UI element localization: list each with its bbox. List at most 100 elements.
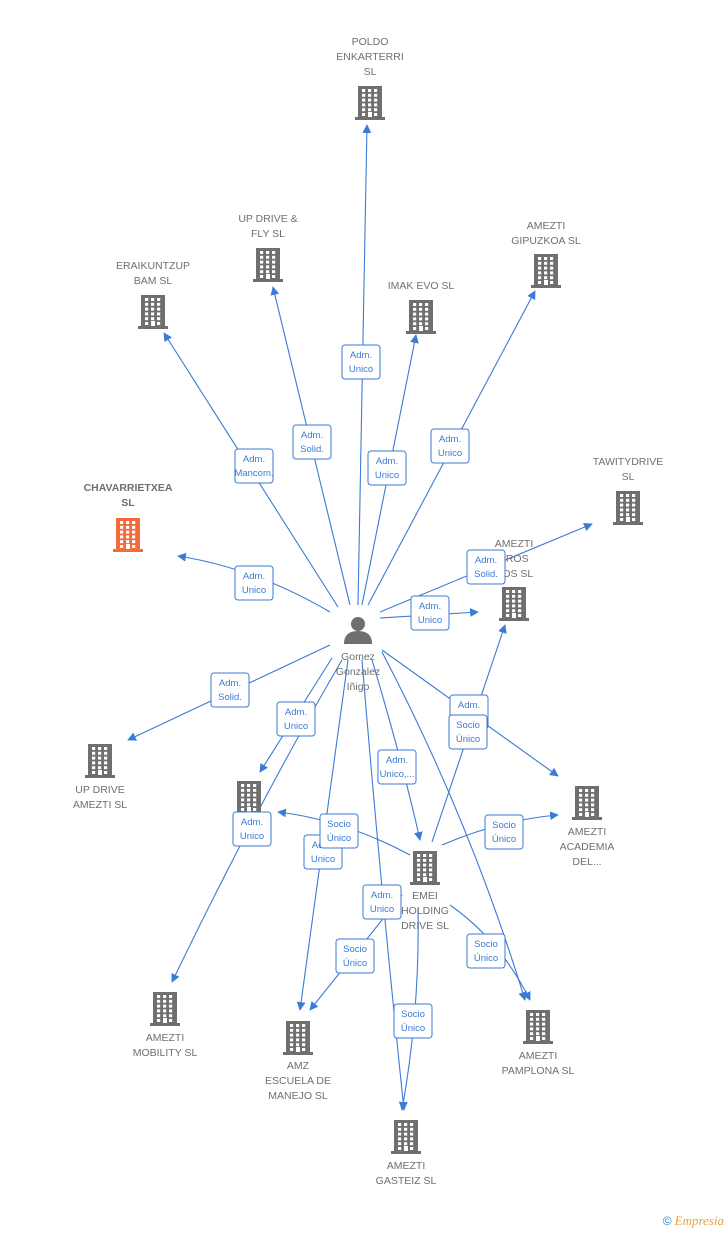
role-badge-box (319, 813, 359, 849)
role-badge-text: Solid. (474, 569, 498, 580)
role-badge-text: Adm. (371, 890, 393, 901)
company-mobility-label-line: MOBILITY SL (133, 1047, 198, 1059)
company-updriveamezti-label-line: AMEZTI SL (73, 799, 127, 811)
role-badge[interactable]: Adm.Solid. (292, 424, 332, 460)
person-label-line: Iñigo (347, 681, 370, 693)
role-badge[interactable]: Adm.Unico (362, 884, 402, 920)
role-badge[interactable]: Adm.Unico (367, 450, 407, 486)
role-badge-text: Adm. (243, 571, 265, 582)
company-updrivefly-label[interactable]: UP DRIVE & FLY SL (238, 213, 297, 240)
role-badge-box (484, 814, 524, 850)
company-ameztitros-label-line: TROS (499, 553, 528, 565)
role-badge-box (234, 565, 274, 601)
role-badge-text: Único (456, 734, 480, 745)
company-chavarrietxea-label-line: CHAVARRIETXEA (84, 482, 173, 494)
building-icon (150, 992, 180, 1026)
role-badge-text: Adm. (350, 350, 372, 361)
building-icon (499, 587, 529, 621)
role-badge-text: Socio (456, 720, 480, 731)
role-badge-box (466, 549, 506, 585)
company-tawity-label-line: SL (622, 471, 635, 483)
role-badge-text: Adm. (439, 434, 461, 445)
role-badge[interactable]: Adm.Unico (410, 595, 450, 631)
company-imakevo-label[interactable]: IMAK EVO SL (388, 280, 455, 292)
role-badge[interactable]: Adm. Unico (430, 428, 470, 464)
company-updrivefly-label-line: UP DRIVE & (238, 213, 297, 225)
company-tawity-label[interactable]: TAWITYDRIVE SL (593, 456, 664, 483)
role-badge-box (232, 811, 272, 847)
building-icon (113, 518, 143, 552)
role-badge-text: Unico (240, 831, 264, 842)
building-icon (531, 254, 561, 288)
company-updriveamezti-label-line: UP DRIVE (75, 784, 124, 796)
role-badge[interactable]: Adm.Unico (234, 565, 274, 601)
company-emei-label-line: DRIVE SL (401, 920, 449, 932)
company-chavarrietxea-label-line: SL (121, 497, 135, 509)
role-badge-text: Adm. (419, 601, 441, 612)
company-pamplona-label-line: AMEZTI (519, 1050, 558, 1062)
role-badge[interactable]: Adm.Unico (232, 811, 272, 847)
company-eraikuntzup-label-line: BAM SL (134, 275, 173, 287)
role-badge-text: Socio (401, 1009, 425, 1020)
building-icon (253, 248, 283, 282)
building-icon (613, 491, 643, 525)
role-badge-box (410, 595, 450, 631)
company-gasteiz-label-line: AMEZTI (387, 1160, 426, 1172)
copyright-symbol: © (662, 1214, 672, 1228)
company-tawity-label-line: TAWITYDRIVE (593, 456, 664, 468)
role-badge-text: Adm. (243, 454, 265, 465)
role-badge-text: Adm. (475, 555, 497, 566)
role-badge[interactable]: Adm. Unico (276, 701, 316, 737)
role-badge[interactable]: Adm.Unico (341, 344, 381, 380)
company-ameztitros-label-line: AMEZTI (495, 538, 534, 550)
role-badge-text: Único (492, 834, 516, 845)
role-badge[interactable]: Adm.Unico,... (377, 749, 417, 785)
company-ameztigip-label-line: GIPUZKOA SL (511, 235, 581, 247)
company-emei-label[interactable]: EMEI HOLDING DRIVE SL (401, 890, 449, 932)
building-icon (406, 300, 436, 334)
company-emei-label-line: HOLDING (401, 905, 449, 917)
company-emei-label-line: EMEI (412, 890, 438, 902)
company-chavarrietxea-label[interactable]: CHAVARRIETXEA SL (84, 482, 173, 509)
role-badge-text: Adm. (458, 700, 480, 711)
role-badge-text: Único (401, 1023, 425, 1034)
role-badge-box (367, 450, 407, 486)
role-badge-box (393, 1003, 433, 1039)
building-icon (355, 86, 385, 120)
role-badge-text: Unico,... (380, 769, 415, 780)
company-updriveamezti-label[interactable]: UP DRIVE AMEZTI SL (73, 784, 127, 811)
role-badge-box (448, 714, 488, 750)
role-badge[interactable]: Adm.Solid. (210, 672, 250, 708)
company-ameztiacad-label-line: AMEZTI (568, 826, 607, 838)
building-icon (138, 295, 168, 329)
company-updrivefly-label-line: FLY SL (251, 228, 285, 240)
role-badge-text: Adm. (376, 456, 398, 467)
role-badge-text: Solid. (218, 692, 242, 703)
role-badge-text: Adm. (301, 430, 323, 441)
role-badge-text: Socio (492, 820, 516, 831)
role-badge-text: Adm. (285, 707, 307, 718)
role-badge-text: Unico (284, 721, 308, 732)
role-badge[interactable]: Adm. Solid. (466, 549, 506, 585)
role-badge-box (234, 448, 274, 484)
company-imakevo-label-line: IMAK EVO SL (388, 280, 455, 292)
role-badge[interactable]: Adm.Mancom. (234, 448, 274, 484)
building-icon (523, 1010, 553, 1044)
role-badge-text: Unico (438, 448, 462, 459)
